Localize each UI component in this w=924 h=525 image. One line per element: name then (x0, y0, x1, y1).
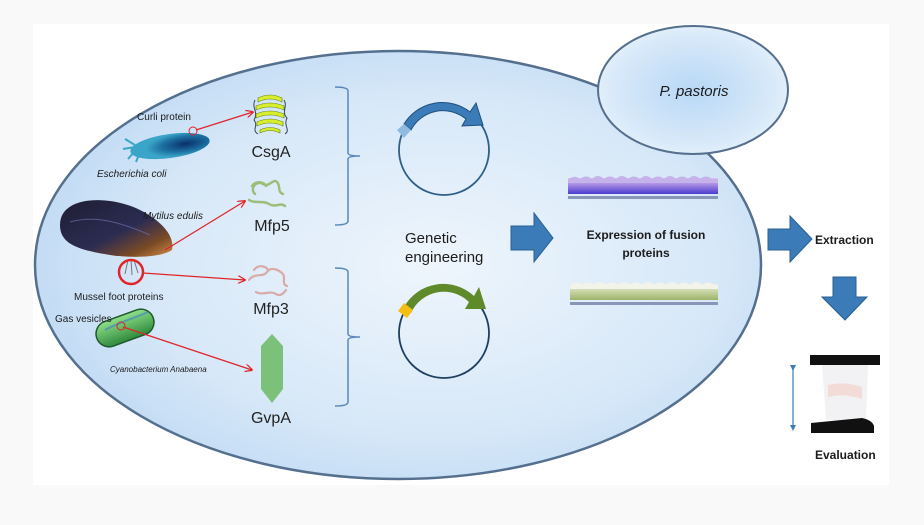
mfp5-structure-icon (247, 179, 287, 208)
expression-label-2: proteins (622, 246, 670, 260)
host-organism-label: P. pastoris (660, 83, 729, 100)
curli-protein-label: Curli protein (137, 112, 191, 123)
gas-vesicles-label: Gas vesicles (55, 314, 112, 325)
genetic-engineering-label-1: Genetic (405, 230, 457, 247)
bracket-bottom (334, 267, 361, 407)
host-organism-bubble: P. pastoris (597, 25, 789, 155)
mfp5-arrow (164, 201, 245, 251)
mussel-illustration (60, 200, 173, 286)
extraction-label: Extraction (815, 233, 874, 247)
gvpa-structure-icon (261, 334, 283, 403)
ecoli-illustration (122, 126, 210, 163)
mytilus-label: Mytilus edulis (143, 211, 203, 222)
anabaena-label: Cyanobacterium Anabaena (110, 365, 207, 374)
tensile-test-illustration (790, 355, 880, 433)
gvpa-label: GvpA (251, 410, 291, 427)
genetic-engineering-label-2: engineering (405, 249, 483, 266)
expression-label-1: Expression of fusion (587, 228, 706, 242)
plasmid-2-icon (398, 283, 490, 379)
curli-arrow (195, 112, 253, 131)
mfp3-structure-icon (247, 265, 289, 297)
film-2-illustration (570, 282, 718, 305)
evaluation-label: Evaluation (815, 448, 876, 462)
csga-label: CsgA (251, 144, 290, 161)
step-arrow-extraction (767, 214, 813, 264)
film-1-illustration (568, 176, 718, 199)
mfp3-arrow (142, 272, 245, 280)
cell-ellipse (33, 49, 763, 481)
mfp3-label: Mfp3 (253, 301, 289, 318)
bracket-top (334, 86, 361, 226)
csga-structure-icon (253, 94, 288, 135)
plasmid-1-icon (397, 101, 490, 196)
step-arrow-expression (510, 211, 554, 264)
gvpa-arrow (122, 326, 252, 370)
mfp5-label: Mfp5 (254, 218, 290, 235)
mussel-foot-label: Mussel foot proteins (74, 292, 164, 303)
step-arrow-evaluation (820, 276, 869, 321)
ecoli-label: Escherichia coli (97, 169, 167, 180)
